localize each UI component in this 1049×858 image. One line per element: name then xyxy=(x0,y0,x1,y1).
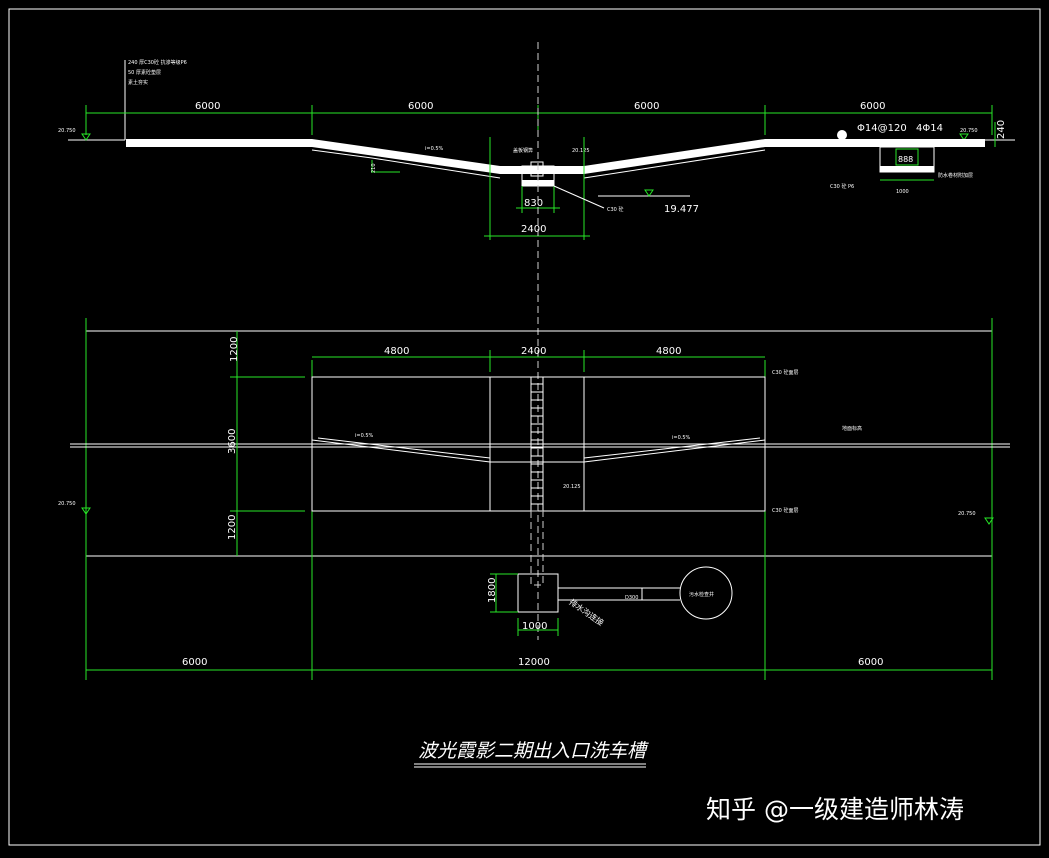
plan-dim-4800-left: 4800 xyxy=(384,346,409,357)
rebar-circle xyxy=(837,130,847,140)
drawing-border xyxy=(8,8,1041,846)
pipe-label: 排水沟连接 xyxy=(567,597,606,628)
note-line-1: 240 厚C30砼 抗渗等级P6 xyxy=(128,59,187,66)
plan-dim-bottom-3: 6000 xyxy=(858,657,883,668)
svg-text:i=0.5%: i=0.5% xyxy=(425,146,444,152)
svg-text:i=0.5%: i=0.5% xyxy=(355,433,374,439)
svg-text:D300: D300 xyxy=(625,595,638,601)
section-level-left: 20.750 xyxy=(58,128,76,134)
trench-elevation: 19.477 xyxy=(664,204,699,215)
svg-text:210: 210 xyxy=(371,163,377,173)
plan-dim-1200-bottom: 1200 xyxy=(227,515,238,540)
note-line-2: 50 厚素砼垫层 xyxy=(128,69,161,76)
section-dim-3: 6000 xyxy=(634,101,659,112)
svg-text:盖板钢箅: 盖板钢箅 xyxy=(513,147,533,154)
svg-text:C30 砼 P6: C30 砼 P6 xyxy=(830,183,854,190)
svg-text:888: 888 xyxy=(898,155,913,164)
section-level-right: 20.750 xyxy=(960,128,978,134)
section-view: 240 厚C30砼 抗渗等级P6 50 厚素砼垫层 素土夯实 6000 6000… xyxy=(58,59,1015,240)
plan-dim-bottom-1: 6000 xyxy=(182,657,207,668)
plan-level-right: 20.750 xyxy=(958,511,976,517)
note-line-3: 素土夯实 xyxy=(128,79,148,86)
svg-text:20.125: 20.125 xyxy=(572,148,590,154)
plan-dim-2400: 2400 xyxy=(521,346,546,357)
inspection-well xyxy=(679,566,733,620)
trench-dim-830: 830 xyxy=(524,198,543,209)
svg-text:20.125: 20.125 xyxy=(563,484,581,490)
svg-text:C30 砼面层: C30 砼面层 xyxy=(772,507,798,514)
rebar-label-1: Φ14@120 xyxy=(857,123,907,134)
svg-text:地面标高: 地面标高 xyxy=(842,425,862,432)
plan-dim-bottom-2: 12000 xyxy=(518,657,550,668)
right-thickness: 240 xyxy=(996,120,1007,139)
plan-level-left: 20.750 xyxy=(58,501,76,507)
section-dim-4: 6000 xyxy=(860,101,885,112)
svg-text:C30 砼面层: C30 砼面层 xyxy=(772,369,798,376)
section-dim-1: 6000 xyxy=(195,101,220,112)
section-dim-2: 6000 xyxy=(408,101,433,112)
slab-profile xyxy=(126,139,985,174)
sediment-pit xyxy=(517,573,559,613)
svg-text:C30 砼: C30 砼 xyxy=(607,206,623,213)
well-label: 污水检查井 xyxy=(689,591,714,598)
drawing-title: 波光霞影二期出入口洗车槽 xyxy=(418,740,649,762)
svg-text:防水卷材附加层: 防水卷材附加层 xyxy=(938,172,973,179)
rebar-label-2: 4Φ14 xyxy=(916,123,943,134)
plan-view: 20.750 20.750 4800 2400 4800 1200 3600 1… xyxy=(58,318,1010,680)
pit-dim-1000: 1000 xyxy=(522,621,547,632)
plan-dim-1200-top: 1200 xyxy=(229,337,240,362)
plan-dim-4800-right: 4800 xyxy=(656,346,681,357)
pit-dim-1800: 1800 xyxy=(487,578,498,603)
watermark: 知乎 @一级建造师林涛 xyxy=(706,795,964,824)
trench-dim-2400: 2400 xyxy=(521,224,546,235)
svg-text:1000: 1000 xyxy=(896,189,909,195)
plan-dim-3600: 3600 xyxy=(227,429,238,454)
svg-text:i=0.5%: i=0.5% xyxy=(672,435,691,441)
